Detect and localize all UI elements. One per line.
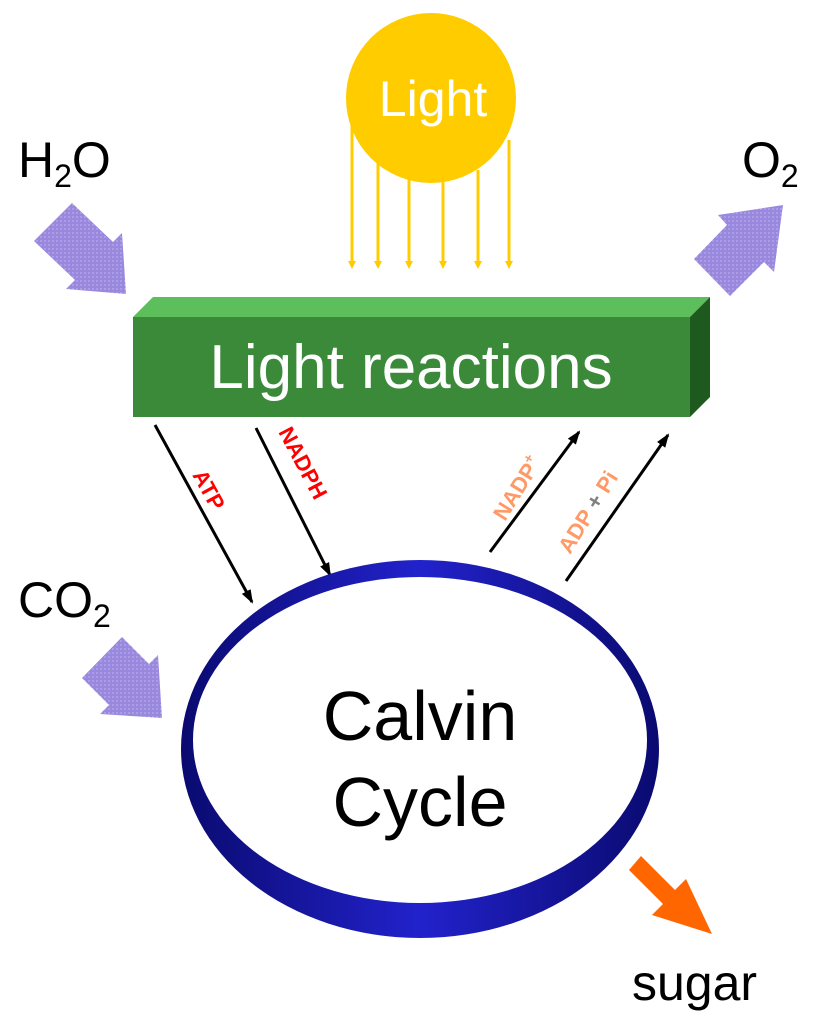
nadph-label: NADPH	[274, 423, 333, 504]
light-reactions-label: Light reactions	[209, 333, 612, 402]
cycle-label: Cycle	[332, 763, 507, 841]
water-arrow	[34, 203, 126, 294]
calvin-cycle: Calvin Cycle	[181, 560, 659, 938]
sun: Light	[346, 13, 516, 269]
oxygen-arrow	[694, 205, 783, 296]
box-top	[133, 297, 710, 317]
sun-circle	[346, 13, 516, 183]
adp-arrow	[564, 433, 670, 582]
light-reactions-box: Light reactions	[133, 297, 710, 417]
atp-arrow	[153, 424, 254, 604]
nadph-arrow	[254, 427, 332, 577]
nadp-arrow	[488, 430, 581, 553]
sugar-label: sugar	[632, 955, 757, 1011]
box-front	[133, 317, 690, 417]
oxygen-output: O2	[694, 132, 799, 296]
atp-label: ATP	[188, 465, 230, 514]
sun-label: Light	[379, 71, 488, 127]
adp-return: ADP + Pi	[553, 433, 670, 582]
carbon-dioxide-label: CO2	[18, 572, 111, 634]
water-label: H2O	[18, 132, 111, 194]
nadph-transfer: NADPH	[254, 423, 333, 577]
calvin-cycle-ring-inner	[193, 577, 647, 903]
calvin-label: Calvin	[323, 677, 518, 755]
box-side	[690, 297, 710, 417]
sugar-arrow	[629, 856, 712, 934]
carbon-dioxide-arrow	[82, 637, 162, 718]
light-rays	[348, 120, 513, 269]
oxygen-label: O2	[742, 132, 799, 194]
atp-transfer: ATP	[153, 424, 254, 604]
carbon-dioxide-input: CO2	[18, 572, 162, 718]
sugar-output: sugar	[629, 856, 757, 1011]
water-input: H2O	[18, 132, 126, 294]
